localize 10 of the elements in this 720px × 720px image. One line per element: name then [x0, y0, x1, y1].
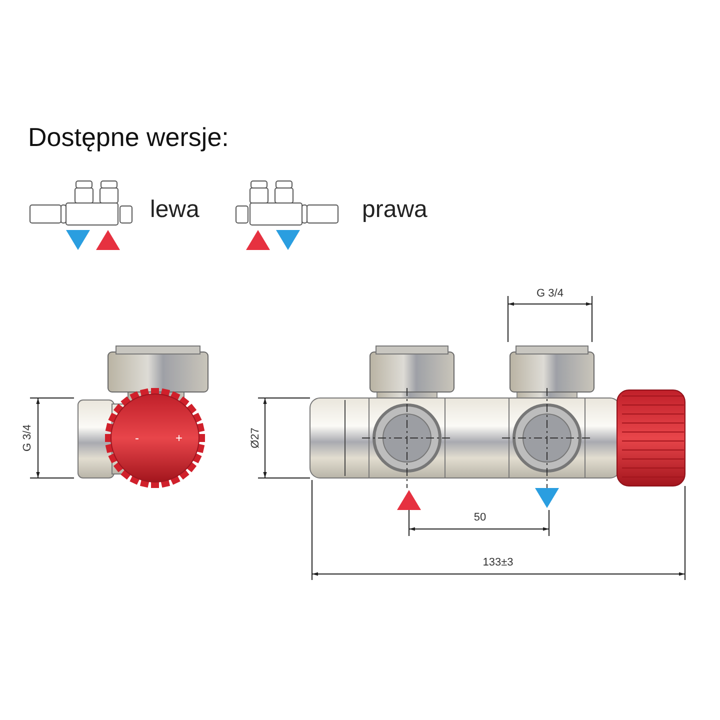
dimension-label: Ø27	[250, 428, 262, 448]
knob-marking: +	[176, 432, 182, 444]
dimension-label: G 3/4	[22, 424, 34, 452]
heading: Dostępne wersje:	[28, 124, 229, 150]
dimension-label: G 3/4	[536, 288, 564, 300]
dimension-label: 50	[474, 512, 486, 524]
dimension-label: 133±3	[482, 558, 514, 568]
knob-marking: -	[135, 432, 139, 444]
version-label: lewa	[150, 198, 200, 222]
version-label: prawa	[362, 198, 428, 222]
